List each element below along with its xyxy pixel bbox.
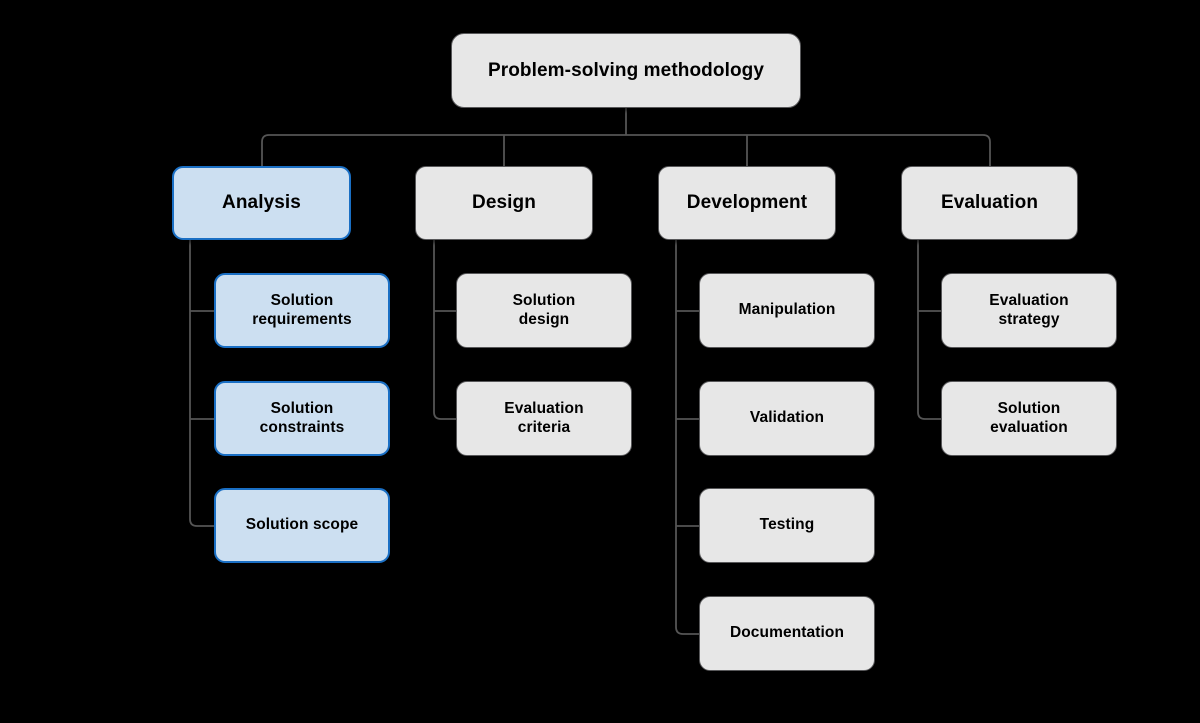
node-solution-evaluation[interactable]: Solution evaluation xyxy=(941,381,1117,456)
edge-trunk-development xyxy=(675,240,699,635)
node-manipulation[interactable]: Manipulation xyxy=(699,273,875,348)
node-solution-requirements[interactable]: Solution requirements xyxy=(214,273,390,348)
node-label-testing: Testing xyxy=(759,516,815,534)
edge-level2-bus xyxy=(261,134,991,166)
node-label-solution-constraints: Solution constraints xyxy=(259,399,345,436)
node-label-documentation: Documentation xyxy=(729,624,845,642)
node-label-analysis: Analysis xyxy=(222,192,301,214)
node-label-development: Development xyxy=(686,192,808,214)
node-testing[interactable]: Testing xyxy=(699,488,875,563)
node-label-solution-evaluation: Solution evaluation xyxy=(990,399,1068,436)
node-label-validation: Validation xyxy=(749,409,825,427)
node-analysis[interactable]: Analysis xyxy=(172,166,351,240)
edge-trunk-design xyxy=(433,240,456,420)
node-label-solution-design: Solution design xyxy=(512,291,576,328)
node-development[interactable]: Development xyxy=(658,166,836,240)
edge-trunk-analysis xyxy=(189,240,214,527)
node-design[interactable]: Design xyxy=(415,166,593,240)
node-label-problem-solving-methodology: Problem-solving methodology xyxy=(487,59,765,81)
node-evaluation[interactable]: Evaluation xyxy=(901,166,1078,240)
node-solution-constraints[interactable]: Solution constraints xyxy=(214,381,390,456)
node-validation[interactable]: Validation xyxy=(699,381,875,456)
node-solution-design[interactable]: Solution design xyxy=(456,273,632,348)
node-label-solution-requirements: Solution requirements xyxy=(252,291,352,328)
node-label-manipulation: Manipulation xyxy=(738,301,836,319)
node-label-evaluation-criteria: Evaluation criteria xyxy=(504,399,584,436)
node-documentation[interactable]: Documentation xyxy=(699,596,875,671)
node-problem-solving-methodology[interactable]: Problem-solving methodology xyxy=(451,33,801,108)
node-solution-scope[interactable]: Solution scope xyxy=(214,488,390,563)
node-label-solution-scope: Solution scope xyxy=(245,516,359,534)
node-label-evaluation: Evaluation xyxy=(940,192,1039,214)
node-evaluation-criteria[interactable]: Evaluation criteria xyxy=(456,381,632,456)
node-label-evaluation-strategy: Evaluation strategy xyxy=(989,291,1069,328)
edge-trunk-evaluation xyxy=(917,240,941,420)
node-evaluation-strategy[interactable]: Evaluation strategy xyxy=(941,273,1117,348)
node-label-design: Design xyxy=(472,192,536,214)
